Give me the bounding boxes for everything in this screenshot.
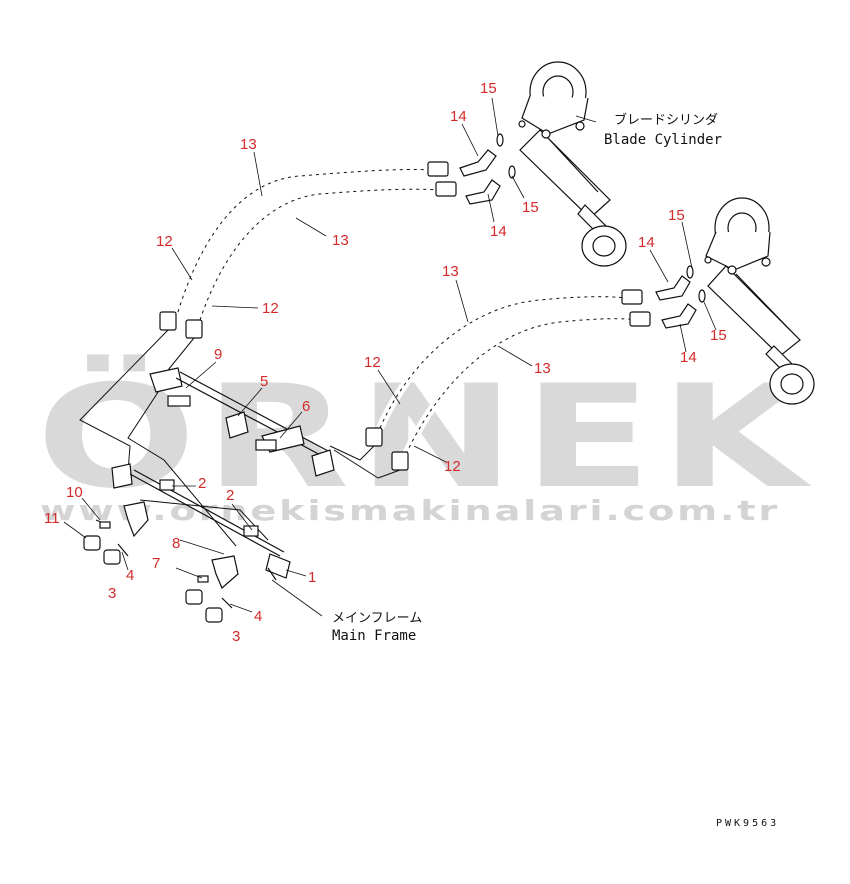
manifold-assembly — [111, 367, 335, 579]
blade-cylinder-label-jp: ブレードシリンダ — [614, 112, 718, 128]
leader-lines — [63, 97, 717, 617]
callout-13: 13 — [442, 263, 459, 280]
drawing-code: PWK9563 — [716, 818, 779, 829]
hose-13-upper-a — [159, 161, 449, 331]
callout-15: 15 — [480, 80, 497, 97]
fasteners — [83, 501, 277, 623]
callout-14: 14 — [490, 223, 507, 240]
callout-5: 5 — [260, 373, 268, 390]
callout-10: 10 — [66, 484, 83, 501]
component-labels: ブレードシリンダ Blade Cylinder メインフレーム Main Fra… — [332, 112, 779, 829]
callout-3: 3 — [232, 628, 240, 645]
blade-cylinder-lower — [704, 197, 815, 405]
callout-15: 15 — [710, 327, 727, 344]
callout-14: 14 — [680, 349, 697, 366]
callout-9: 9 — [214, 346, 222, 363]
main-frame-label-en: Main Frame — [332, 628, 416, 644]
tube-lines — [79, 329, 401, 547]
callout-14: 14 — [638, 234, 655, 251]
callout-6: 6 — [302, 398, 310, 415]
callout-14: 14 — [450, 108, 467, 125]
blade-cylinder-upper — [518, 61, 627, 267]
callout-15: 15 — [668, 207, 685, 224]
hose-13-lower-b — [391, 311, 651, 471]
main-frame-label-jp: メインフレーム — [332, 611, 422, 626]
callout-7: 7 — [152, 555, 160, 572]
hose-13-upper-b — [185, 181, 457, 339]
callout-13: 13 — [534, 360, 551, 377]
callout-13: 13 — [332, 232, 349, 249]
callout-2: 2 — [198, 475, 206, 492]
callout-4: 4 — [254, 608, 262, 625]
watermark: ÖRNEK www.ornekismakinalari.com.tr — [36, 353, 808, 527]
blade-cylinder-label-en: Blade Cylinder — [604, 132, 722, 148]
callout-3: 3 — [108, 585, 116, 602]
elbow-fittings — [459, 133, 706, 329]
callout-12: 12 — [364, 354, 381, 371]
callout-12: 12 — [444, 458, 461, 475]
callout-2: 2 — [226, 487, 234, 504]
callout-11: 11 — [44, 510, 60, 527]
callouts: 15 14 15 14 13 13 12 12 15 14 15 14 13 1… — [44, 80, 727, 645]
callout-13: 13 — [240, 136, 257, 153]
callout-15: 15 — [522, 199, 539, 216]
callout-12: 12 — [262, 300, 279, 317]
callout-12: 12 — [156, 233, 173, 250]
callout-8: 8 — [172, 535, 180, 552]
callout-4: 4 — [126, 567, 134, 584]
callout-1: 1 — [308, 569, 316, 586]
watermark-url: www.ornekismakinalari.com.tr — [40, 494, 780, 527]
